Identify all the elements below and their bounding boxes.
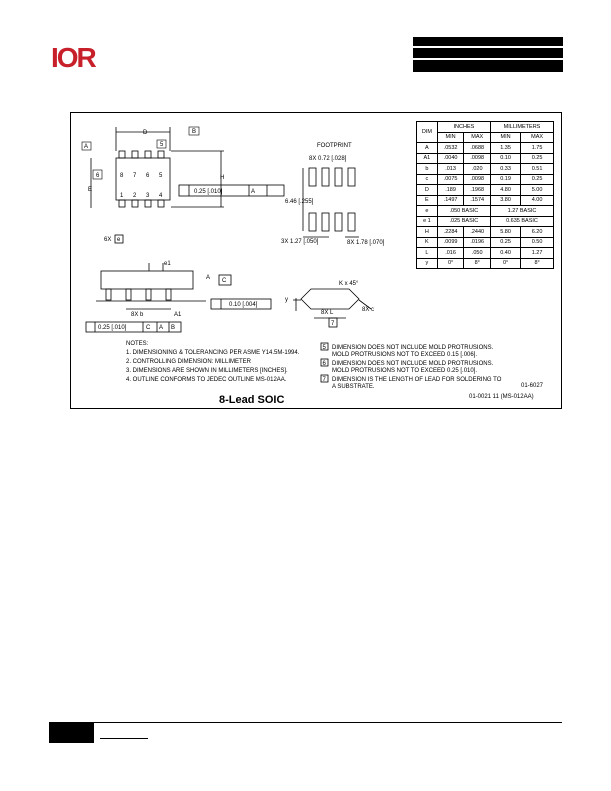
svg-text:B: B <box>192 129 196 135</box>
svg-text:8X 0.72 [.028]: 8X 0.72 [.028] <box>309 156 347 162</box>
svg-text:7: 7 <box>133 173 137 179</box>
svg-text:3: 3 <box>146 193 150 199</box>
svg-text:A SUBSTRATE.: A SUBSTRATE. <box>332 384 375 390</box>
svg-text:DIMENSION DOES NOT INCLUDE MOL: DIMENSION DOES NOT INCLUDE MOLD PROTRUSI… <box>332 361 494 367</box>
svg-text:6.46 [.255]: 6.46 [.255] <box>285 199 314 205</box>
svg-text:K x 45°: K x 45° <box>339 281 359 287</box>
svg-text:0.25 [.010]: 0.25 [.010] <box>194 189 223 195</box>
top-view-body <box>115 157 171 201</box>
svg-text:A: A <box>251 189 255 195</box>
svg-text:DIMENSION DOES NOT INCLUDE MOL: DIMENSION DOES NOT INCLUDE MOLD PROTRUSI… <box>332 345 494 351</box>
svg-text:4. OUTLINE CONFORMS TO JEDEC O: 4. OUTLINE CONFORMS TO JEDEC OUTLINE MS-… <box>126 377 287 383</box>
svg-text:01-6027: 01-6027 <box>521 383 544 389</box>
svg-text:D: D <box>143 130 148 136</box>
svg-text:5: 5 <box>160 142 164 148</box>
svg-text:MOLD PROTRUSIONS NOT TO EXCEED: MOLD PROTRUSIONS NOT TO EXCEED 0.25 [.01… <box>332 368 477 374</box>
svg-text:1. DIMENSIONING & TOLERANCING: 1. DIMENSIONING & TOLERANCING PER ASME Y… <box>126 350 300 356</box>
svg-text:8X L: 8X L <box>321 310 334 316</box>
svg-text:0.25 [.010]: 0.25 [.010] <box>98 325 127 331</box>
svg-text:NOTES:: NOTES: <box>126 341 149 347</box>
svg-text:A: A <box>84 144 88 150</box>
svg-text:C: C <box>222 278 227 284</box>
svg-text:8X b: 8X b <box>131 312 144 318</box>
svg-text:3X 1.27 [.050]: 3X 1.27 [.050] <box>281 239 319 245</box>
svg-text:01-0021 11 (MS-012AA): 01-0021 11 (MS-012AA) <box>469 394 534 400</box>
logo-text: IOR <box>51 42 97 72</box>
svg-text:A: A <box>159 325 163 331</box>
svg-text:7: 7 <box>331 321 335 327</box>
drawing-title: 8-Lead SOIC <box>219 394 284 406</box>
svg-text:B: B <box>171 325 175 331</box>
svg-text:FOOTPRINT: FOOTPRINT <box>317 143 352 149</box>
svg-text:6: 6 <box>96 173 100 179</box>
ior-logo: IOR <box>51 42 99 72</box>
svg-text:2: 2 <box>133 193 137 199</box>
svg-text:6X: 6X <box>104 237 111 243</box>
svg-text:7: 7 <box>323 377 327 383</box>
footer-rule <box>49 722 562 723</box>
svg-text:2. CONTROLLING DIMENSION: MILL: 2. CONTROLLING DIMENSION: MILLIMETER <box>126 359 252 365</box>
svg-text:8X 1.78 [.070]: 8X 1.78 [.070] <box>347 240 385 246</box>
svg-text:MOLD PROTRUSIONS NOT TO EXCEED: MOLD PROTRUSIONS NOT TO EXCEED 0.15 [.00… <box>332 352 477 358</box>
footer-page-box <box>49 722 94 743</box>
header-bar <box>413 37 563 72</box>
svg-text:6: 6 <box>323 361 327 367</box>
svg-text:E: E <box>88 187 92 193</box>
svg-text:5: 5 <box>159 173 163 179</box>
svg-text:4: 4 <box>159 193 163 199</box>
svg-text:5: 5 <box>323 345 327 351</box>
svg-text:0.10 [.004]: 0.10 [.004] <box>229 302 258 308</box>
header-rule-2 <box>413 58 563 60</box>
svg-text:A1: A1 <box>174 312 182 318</box>
footer-underline <box>100 738 148 739</box>
header-rule-1 <box>413 46 563 48</box>
svg-text:6: 6 <box>146 173 150 179</box>
svg-text:1: 1 <box>120 193 124 199</box>
svg-text:A: A <box>206 275 210 281</box>
svg-text:y: y <box>285 297 288 303</box>
svg-text:e: e <box>117 237 121 243</box>
svg-text:8: 8 <box>120 173 124 179</box>
svg-text:8X c: 8X c <box>362 307 374 313</box>
svg-text:H: H <box>220 175 224 181</box>
svg-text:DIMENSION IS THE LENGTH OF LEA: DIMENSION IS THE LENGTH OF LEAD FOR SOLD… <box>332 377 502 383</box>
svg-text:3. DIMENSIONS ARE SHOWN IN MIL: 3. DIMENSIONS ARE SHOWN IN MILLIMETERS [… <box>126 368 288 374</box>
svg-text:e1: e1 <box>164 261 171 267</box>
svg-text:C: C <box>146 325 151 331</box>
package-drawing: A D B 5 6 E H 8 7 6 5 1 2 3 4 0.25 [.010… <box>70 112 562 409</box>
